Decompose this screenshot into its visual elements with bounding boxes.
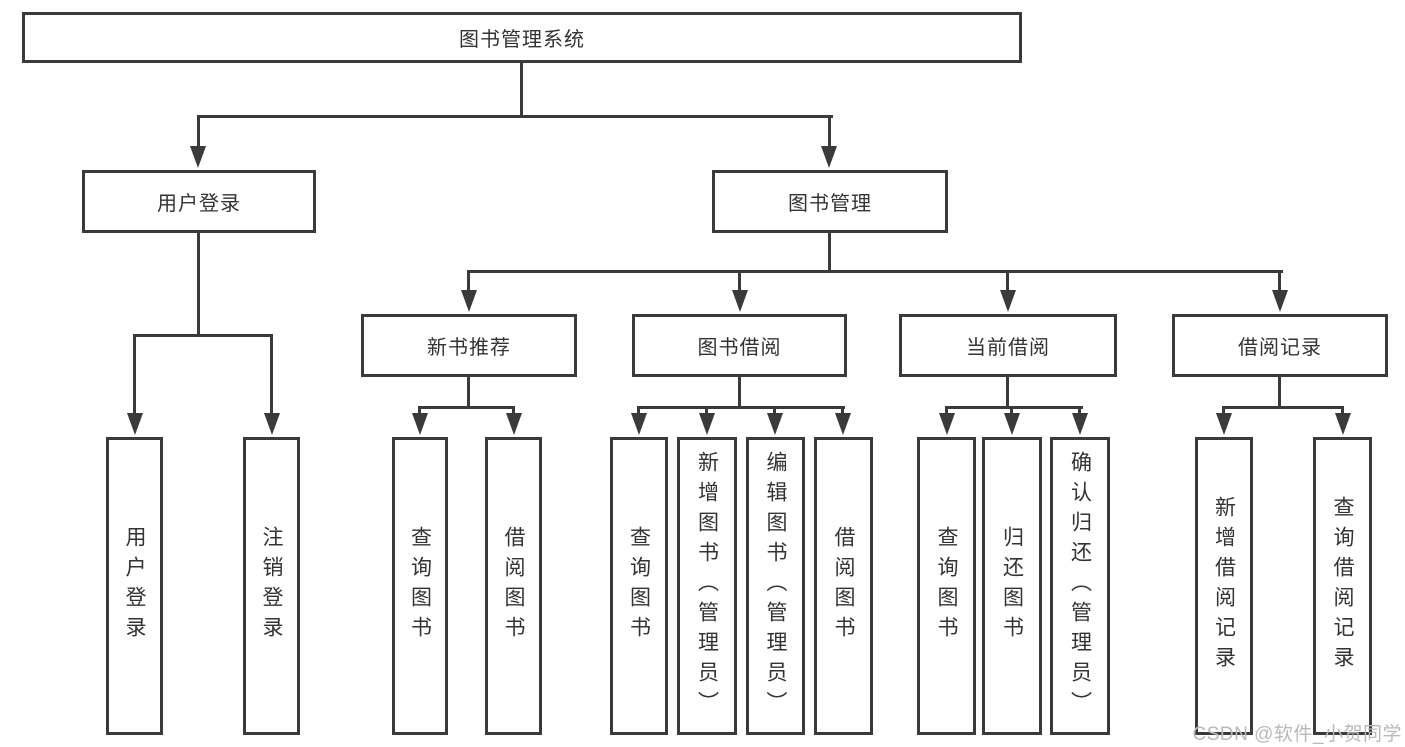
connector-line: [197, 115, 833, 118]
leaf-edit-book-admin: 编辑图书（管理员）: [746, 437, 805, 735]
leaf-query-books-borrowing: 查询图书: [610, 437, 668, 735]
arrow-down-icon: [939, 413, 955, 435]
leaf-query-books-current: 查询图书: [917, 437, 976, 735]
connector-line: [467, 377, 470, 408]
connector-line: [520, 63, 523, 117]
connector-line: [828, 233, 831, 272]
arrow-down-icon: [631, 413, 647, 435]
connector-line: [418, 406, 515, 409]
connector-line: [467, 270, 470, 292]
arrow-down-icon: [1216, 413, 1232, 435]
connector-line: [828, 115, 831, 150]
connector-line: [1222, 406, 1344, 409]
node-book-management-system: 图书管理系统: [22, 12, 1022, 63]
arrow-down-icon: [1004, 413, 1020, 435]
arrow-down-icon: [461, 290, 477, 312]
connector-line: [418, 406, 421, 415]
node-book-management: 图书管理: [712, 170, 948, 233]
arrow-down-icon: [1000, 290, 1016, 312]
node-current-borrowing: 当前借阅: [899, 314, 1117, 377]
connector-line: [738, 377, 741, 408]
leaf-add-borrow-record: 新增借阅记录: [1195, 437, 1253, 735]
node-book-borrowing: 图书借阅: [632, 314, 847, 377]
connector-line: [945, 406, 948, 415]
connector-line: [773, 406, 776, 415]
connector-line: [133, 334, 273, 337]
arrow-down-icon: [835, 413, 851, 435]
connector-line: [945, 406, 1083, 409]
node-borrowing-records: 借阅记录: [1172, 314, 1388, 377]
arrow-down-icon: [1335, 413, 1351, 435]
leaf-borrow-books: 借阅图书: [814, 437, 873, 735]
connector-line: [133, 334, 136, 415]
connector-line: [1278, 270, 1281, 292]
connector-line: [197, 115, 200, 150]
connector-line: [705, 406, 708, 415]
arrow-down-icon: [190, 146, 206, 168]
arrow-down-icon: [699, 413, 715, 435]
leaf-query-borrow-record: 查询借阅记录: [1313, 437, 1372, 735]
connector-line: [270, 334, 273, 415]
connector-line: [738, 270, 741, 292]
arrow-down-icon: [412, 413, 428, 435]
connector-line: [1222, 406, 1225, 415]
arrow-down-icon: [127, 413, 143, 435]
leaf-logout: 注销登录: [243, 437, 300, 735]
connector-line: [512, 406, 515, 415]
connector-line: [1006, 377, 1009, 408]
leaf-borrow-books-recommend: 借阅图书: [485, 437, 542, 735]
connector-line: [467, 270, 1283, 273]
connector-line: [1010, 406, 1013, 415]
connector-line: [637, 406, 845, 409]
arrow-down-icon: [1272, 290, 1288, 312]
leaf-query-books-recommend: 查询图书: [392, 437, 448, 735]
connector-line: [841, 406, 844, 415]
leaf-confirm-return-admin: 确认归还（管理员）: [1050, 437, 1110, 735]
arrow-down-icon: [732, 290, 748, 312]
csdn-watermark: CSDN @软件_小贺同学: [1192, 724, 1402, 745]
leaf-add-book-admin: 新增图书（管理员）: [677, 437, 737, 735]
connector-line: [637, 406, 640, 415]
arrow-down-icon: [767, 413, 783, 435]
arrow-down-icon: [1072, 413, 1088, 435]
connector-line: [1078, 406, 1081, 415]
node-user-login: 用户登录: [82, 170, 316, 233]
arrow-down-icon: [506, 413, 522, 435]
leaf-return-books: 归还图书: [982, 437, 1042, 735]
connector-line: [197, 233, 200, 336]
arrow-down-icon: [264, 413, 280, 435]
arrow-down-icon: [821, 146, 837, 168]
connector-line: [1278, 377, 1281, 408]
node-new-book-recommend: 新书推荐: [361, 314, 577, 377]
connector-line: [1341, 406, 1344, 415]
connector-line: [1006, 270, 1009, 292]
leaf-user-login: 用户登录: [106, 437, 163, 735]
